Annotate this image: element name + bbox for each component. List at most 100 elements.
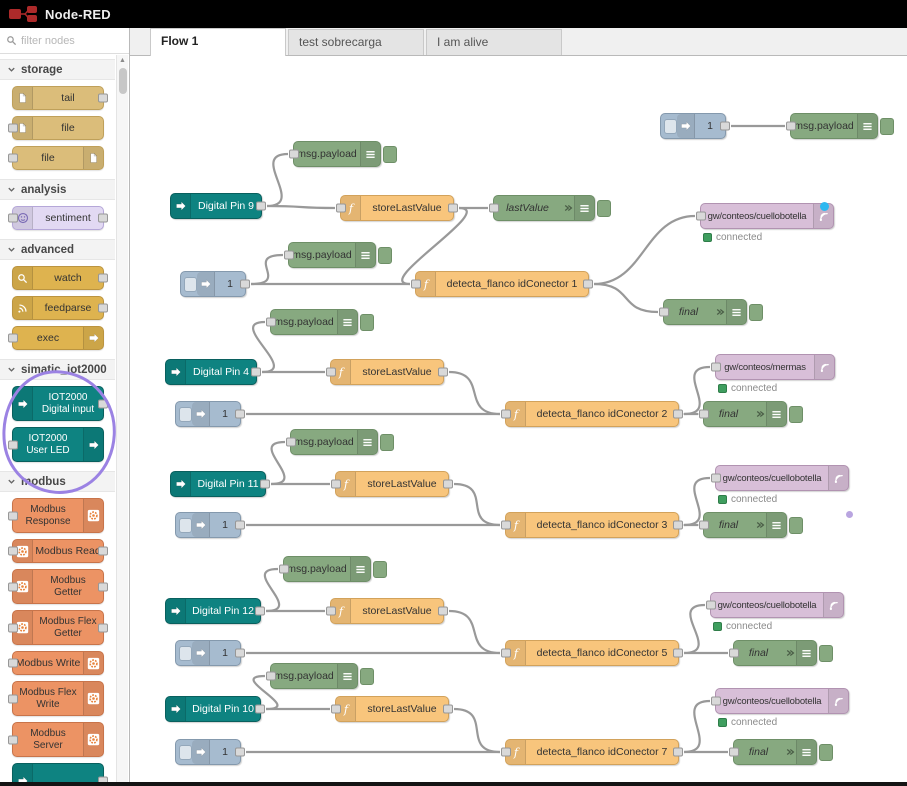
input-port[interactable] (501, 649, 511, 658)
output-port[interactable] (438, 368, 448, 377)
input-port[interactable] (284, 251, 294, 260)
flow-node-storelastvalue[interactable]: fstoreLastValue (335, 471, 449, 497)
input-port[interactable] (711, 363, 721, 372)
output-port[interactable] (673, 410, 683, 419)
flow-node-detecta-flanco-idconector-5[interactable]: fdetecta_flanco idConector 5 (505, 640, 679, 666)
input-port[interactable] (8, 334, 18, 343)
wire-pin12-to-debug-mp5[interactable] (265, 569, 279, 611)
flow-node-final[interactable]: final (733, 739, 817, 765)
palette-node-feedparse[interactable]: feedparse (12, 296, 104, 320)
palette-node-modbus-response[interactable]: ModbusResponse (12, 498, 104, 533)
debug-toggle-button[interactable] (380, 434, 394, 451)
debug-toggle-button[interactable] (789, 517, 803, 534)
input-port[interactable] (699, 521, 709, 530)
flow-node-msg-payload[interactable]: msg.payload (290, 429, 378, 455)
output-port[interactable] (235, 410, 245, 419)
debug-toggle-button[interactable] (597, 200, 611, 217)
palette-node-modbus-getter[interactable]: ModbusGetter (12, 569, 104, 604)
debug-toggle-button[interactable] (819, 645, 833, 662)
palette-node-modbus-read[interactable]: Modbus Read (12, 539, 104, 563)
flow-node-storelastvalue[interactable]: fstoreLastValue (330, 598, 444, 624)
scrollbar-thumb[interactable] (119, 68, 127, 94)
output-port[interactable] (235, 649, 245, 658)
palette-category-modbus[interactable]: modbus (0, 471, 115, 492)
output-port[interactable] (98, 274, 108, 283)
tab-i-am-alive[interactable]: I am alive (426, 29, 562, 55)
input-port[interactable] (8, 440, 18, 449)
flow-node-final[interactable]: final (703, 512, 787, 538)
flow-node-gw-conteos-cuellobotella[interactable]: gw/conteos/cuellobotellaconnected (715, 465, 849, 491)
debug-toggle-button[interactable] (880, 118, 894, 135)
flow-node-1[interactable]: 1 (175, 401, 241, 427)
palette-category-advanced[interactable]: advanced (0, 239, 115, 260)
flow-node-1[interactable]: 1 (660, 113, 726, 139)
palette-node-modbus-flex-getter[interactable]: Modbus FlexGetter (12, 610, 104, 645)
input-port[interactable] (331, 480, 341, 489)
flow-node-digital-pin-10[interactable]: Digital Pin 10 (165, 696, 261, 722)
flow-canvas[interactable]: 1msg.payloadmsg.payloadDigital Pin 9fsto… (130, 56, 907, 786)
input-port[interactable] (501, 410, 511, 419)
flow-node-1[interactable]: 1 (175, 512, 241, 538)
flow-node-lastvalue[interactable]: lastValue (493, 195, 595, 221)
output-port[interactable] (98, 399, 108, 408)
wire-pin11-to-debug-mp4[interactable] (271, 442, 285, 484)
palette-node-iot2000-digital-input[interactable]: IOT2000Digital input (12, 386, 104, 421)
flow-node-msg-payload[interactable]: msg.payload (288, 242, 376, 268)
inject-button[interactable] (179, 407, 192, 422)
debug-toggle-button[interactable] (819, 744, 833, 761)
palette-scrollbar[interactable]: ▲ (116, 55, 128, 782)
input-port[interactable] (699, 410, 709, 419)
input-port[interactable] (696, 212, 706, 221)
palette-node-modbus-server[interactable]: ModbusServer (12, 722, 104, 757)
inject-button[interactable] (664, 119, 677, 134)
input-port[interactable] (279, 565, 289, 574)
input-port[interactable] (711, 697, 721, 706)
palette-category-simatic-iot2000[interactable]: simatic_iot2000 (0, 359, 115, 380)
flow-node-storelastvalue[interactable]: fstoreLastValue (340, 195, 454, 221)
input-port[interactable] (8, 735, 18, 744)
palette-node-iot2000-user-led[interactable]: IOT2000User LED (12, 427, 104, 462)
palette-node-node[interactable] (12, 763, 104, 782)
flow-node-digital-pin-9[interactable]: Digital Pin 9 (170, 193, 262, 219)
output-port[interactable] (673, 649, 683, 658)
output-port[interactable] (443, 705, 453, 714)
input-port[interactable] (411, 280, 421, 289)
input-port[interactable] (729, 748, 739, 757)
input-port[interactable] (266, 672, 276, 681)
wire-det1-to-mqtt1[interactable] (594, 216, 695, 284)
output-port[interactable] (98, 623, 108, 632)
input-port[interactable] (8, 154, 18, 163)
flow-node-gw-conteos-cuellobotella[interactable]: gw/conteos/cuellobotellaconnected (700, 203, 834, 229)
input-port[interactable] (286, 438, 296, 447)
output-port[interactable] (720, 122, 730, 131)
flow-node-1[interactable]: 1 (175, 739, 241, 765)
debug-toggle-button[interactable] (789, 406, 803, 423)
wire-det5-to-mqtt5[interactable] (684, 701, 710, 752)
inject-button[interactable] (184, 277, 197, 292)
palette-node-exec[interactable]: exec (12, 326, 104, 350)
input-port[interactable] (326, 607, 336, 616)
debug-toggle-button[interactable] (373, 561, 387, 578)
output-port[interactable] (98, 582, 108, 591)
output-port[interactable] (98, 547, 108, 556)
debug-toggle-button[interactable] (378, 247, 392, 264)
inject-button[interactable] (179, 745, 192, 760)
output-port[interactable] (98, 94, 108, 103)
input-port[interactable] (8, 547, 18, 556)
flow-node-detecta-flanco-idconector-2[interactable]: fdetecta_flanco idConector 2 (505, 401, 679, 427)
debug-toggle-button[interactable] (383, 146, 397, 163)
palette-node-tail[interactable]: tail (12, 86, 104, 110)
wire-det1-to-fin1[interactable] (594, 284, 658, 312)
palette-node-sentiment[interactable]: sentiment (12, 206, 104, 230)
search-input[interactable] (21, 35, 123, 47)
flow-node-msg-payload[interactable]: msg.payload (293, 141, 381, 167)
flow-node-detecta-flanco-idconector-7[interactable]: fdetecta_flanco idConector 7 (505, 739, 679, 765)
flow-node-gw-conteos-cuellobotella[interactable]: gw/conteos/cuellobotellaconnected (710, 592, 844, 618)
output-port[interactable] (260, 480, 270, 489)
output-port[interactable] (251, 368, 261, 377)
flow-node-storelastvalue[interactable]: fstoreLastValue (335, 696, 449, 722)
output-port[interactable] (98, 304, 108, 313)
flow-node-detecta-flanco-idconector-3[interactable]: fdetecta_flanco idConector 3 (505, 512, 679, 538)
input-port[interactable] (289, 150, 299, 159)
palette-node-watch[interactable]: watch (12, 266, 104, 290)
